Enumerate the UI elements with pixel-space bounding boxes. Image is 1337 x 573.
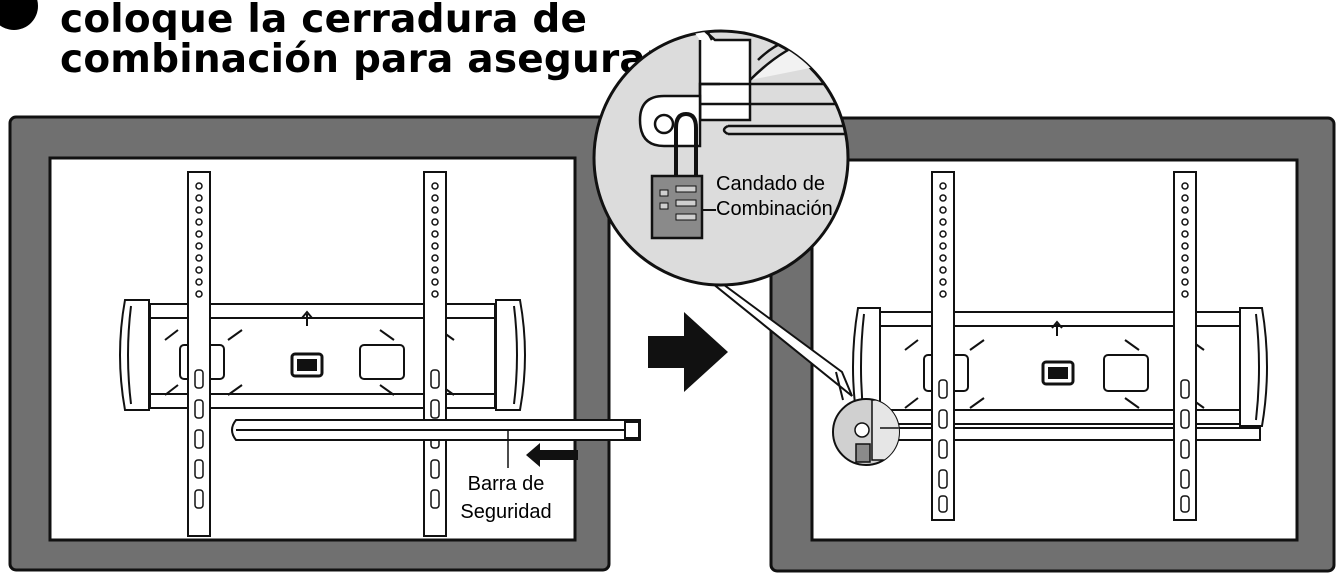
wall-plate-left xyxy=(119,299,526,411)
vertical-arm-right-2 xyxy=(1173,171,1197,521)
wall-plate-right xyxy=(852,307,1268,441)
next-step-arrow xyxy=(648,312,728,392)
step-number-circle xyxy=(0,0,38,30)
security-bar-left xyxy=(231,419,641,441)
vertical-arm-left-2 xyxy=(423,171,447,537)
zoom-callout: Candado de Combinación xyxy=(592,29,853,401)
vertical-arm-left-1 xyxy=(187,171,211,537)
bar-label-line1: Barra de xyxy=(468,473,545,495)
lock-label-line1: Candado de xyxy=(716,173,825,195)
lock-label-line2: Combinación xyxy=(716,198,833,220)
vertical-arm-right-1 xyxy=(931,171,955,521)
insert-arrow xyxy=(526,443,578,467)
bar-label-line2: Seguridad xyxy=(460,501,551,523)
step-title-line1: coloque la cerradura de xyxy=(60,0,588,42)
step-title: coloque la cerradura de combinación para… xyxy=(60,0,706,80)
step-title-line2: combinación para asegurarlo xyxy=(60,37,706,82)
tv-left: Barra de Seguridad xyxy=(8,115,641,572)
tv-right xyxy=(769,116,1336,573)
